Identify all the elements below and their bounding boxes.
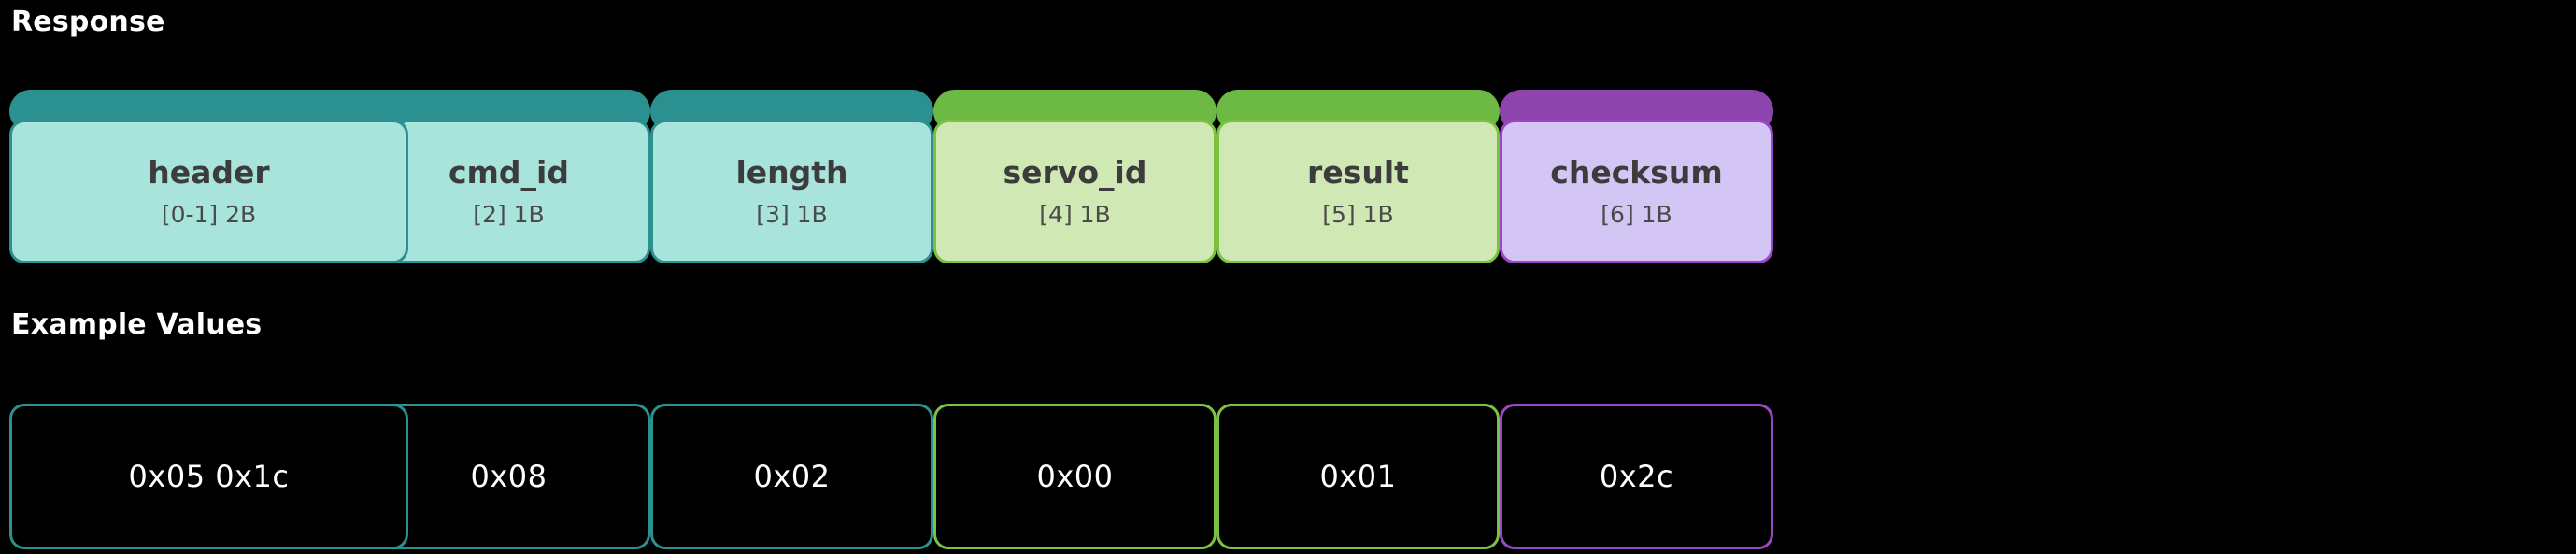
packet-field-range-header: [0-1] 2B — [161, 201, 257, 228]
packet-field-body-checksum: checksum [6] 1B — [1500, 120, 1773, 263]
packet-field-range-length: [3] 1B — [756, 201, 828, 228]
packet-field-body-servo_id: servo_id [4] 1B — [933, 120, 1217, 263]
packet-field-name-header: header — [148, 154, 270, 191]
example-value-checksum: 0x2c — [1500, 404, 1773, 549]
packet-field-body-cmd_id: cmd_id [2] 1B — [367, 120, 650, 263]
example-value-header: 0x05 0x1c — [9, 404, 408, 549]
example-value-text-result: 0x01 — [1319, 459, 1397, 494]
packet-field-servo_id: servo_id [4] 1B — [933, 90, 1217, 263]
packet-field-range-result: [5] 1B — [1322, 201, 1394, 228]
packet-field-body-header: header [0-1] 2B — [9, 120, 408, 263]
example-value-text-length: 0x02 — [753, 459, 831, 494]
packet-field-cmd_id: cmd_id [2] 1B — [367, 90, 650, 263]
packet-field-range-servo_id: [4] 1B — [1039, 201, 1111, 228]
example-value-text-servo_id: 0x00 — [1036, 459, 1114, 494]
packet-field-name-checksum: checksum — [1550, 154, 1723, 191]
packet-field-range-cmd_id: [2] 1B — [473, 201, 545, 228]
example-value-servo_id: 0x00 — [933, 404, 1217, 549]
example-value-text-header: 0x05 0x1c — [128, 459, 290, 494]
packet-field-name-length: length — [735, 154, 848, 191]
packet-field-body-length: length [3] 1B — [650, 120, 933, 263]
packet-field-name-servo_id: servo_id — [1003, 154, 1147, 191]
packet-field-length: length [3] 1B — [650, 90, 933, 263]
packet-field-body-result: result [5] 1B — [1217, 120, 1500, 263]
packet-field-name-cmd_id: cmd_id — [448, 154, 569, 191]
packet-field-checksum: checksum [6] 1B — [1500, 90, 1773, 263]
packet-field-range-checksum: [6] 1B — [1601, 201, 1672, 228]
page-title-response: Response — [11, 6, 165, 38]
example-value-length: 0x02 — [650, 404, 933, 549]
example-value-result: 0x01 — [1217, 404, 1500, 549]
example-value-text-checksum: 0x2c — [1599, 459, 1674, 494]
section-title-example-values: Example Values — [11, 308, 263, 341]
packet-field-result: result [5] 1B — [1217, 90, 1500, 263]
example-value-cmd_id: 0x08 — [367, 404, 650, 549]
packet-field-name-result: result — [1307, 154, 1409, 191]
packet-field-header: header [0-1] 2B — [9, 90, 408, 263]
example-value-text-cmd_id: 0x08 — [470, 459, 548, 494]
